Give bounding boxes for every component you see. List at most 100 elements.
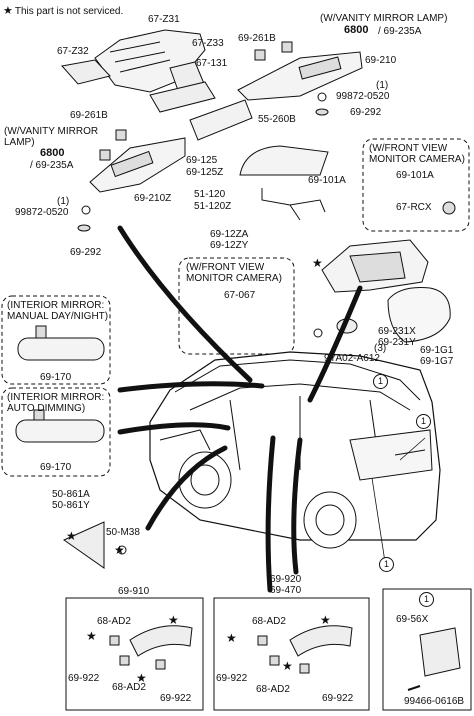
panel-67-131	[149, 81, 216, 113]
part-6800-right[interactable]: 6800	[344, 24, 369, 36]
callout-box-front-view-top	[362, 138, 470, 232]
part-50-861y[interactable]: 50-861Y	[52, 500, 90, 511]
part-68-ad2-2[interactable]: 68-AD2	[112, 682, 146, 693]
part-99872-0520-right[interactable]: 99872-0520	[336, 91, 390, 102]
part-69-922-3[interactable]: 69-922	[216, 673, 248, 684]
part-55-260b[interactable]: 55-260B	[258, 114, 296, 125]
callout-vanity-right: (W/VANITY MIRROR LAMP)	[320, 13, 448, 24]
part-69-470[interactable]: 69-470	[270, 585, 302, 596]
part-69-235a-left[interactable]: / 69-235A	[30, 160, 74, 171]
part-50-m38[interactable]: 50-M38	[106, 527, 140, 538]
ref-circle-box: 1	[419, 592, 434, 607]
not-serviced-note: ★This part is not serviced.	[3, 4, 123, 17]
callout-vanity-left-1: (W/VANITY MIRROR	[4, 126, 99, 137]
panel-55-260b	[189, 99, 253, 141]
part-69-1g7[interactable]: 69-1G7	[420, 356, 454, 367]
star-marker-handle-5: ★	[320, 613, 331, 627]
callout-vanity-left-2: LAMP)	[4, 137, 35, 148]
part-9ya02-a612[interactable]: 9YA02-A612	[324, 353, 380, 364]
callout-box-mirror-auto	[1, 387, 111, 477]
callout-mirror-manual-2: MANUAL DAY/NIGHT)	[7, 311, 109, 322]
part-51-120[interactable]: 51-120	[194, 189, 226, 200]
harness-51-120	[261, 188, 326, 221]
part-99466-0616b[interactable]: 99466-0616B	[404, 696, 465, 707]
grab-handle-1	[129, 625, 193, 657]
part-69-12za[interactable]: 69-12ZA	[210, 229, 249, 240]
part-68-ad2-4[interactable]: 68-AD2	[256, 684, 290, 695]
part-9ya02-qty: (3)	[374, 343, 387, 354]
callout-mirror-auto-1: (INTERIOR MIRROR:	[7, 392, 105, 403]
part-69-235a-right[interactable]: / 69-235A	[378, 26, 422, 37]
ref-circle-upper[interactable]: 1	[373, 374, 388, 389]
callout-box-mirror-manual	[1, 295, 111, 385]
ref-circle-2[interactable]: 1	[379, 557, 394, 572]
callout-front-view-mid-1: (W/FRONT VIEW	[186, 262, 265, 273]
part-69-920[interactable]: 69-920	[270, 574, 302, 585]
part-69-231y[interactable]: 69-231Y	[378, 337, 416, 348]
part-99872-qty-left: (1)	[57, 196, 70, 207]
star-marker-mirror: ★	[312, 256, 323, 270]
grab-handle-2	[289, 625, 353, 657]
mirror-cover-69-125	[239, 145, 329, 176]
triangle-garnish	[62, 521, 105, 569]
part-99872-qty-right: (1)	[376, 80, 389, 91]
part-6800-left[interactable]: 6800	[40, 147, 65, 159]
star-marker-handle-3: ★	[136, 671, 147, 685]
part-69-56x[interactable]: 69-56X	[396, 614, 429, 625]
part-69-1g1[interactable]: 69-1G1	[420, 345, 454, 356]
part-67-z33[interactable]: 67-Z33	[192, 38, 224, 49]
star-marker-handle-2: ★	[168, 613, 179, 627]
part-67-067[interactable]: 67-067	[224, 290, 256, 301]
part-69-922-1[interactable]: 69-922	[68, 673, 100, 684]
note-text: This part is not serviced.	[14, 6, 124, 17]
star-marker-handle-4: ★	[226, 631, 237, 645]
mirror-glass-69-1g1	[387, 287, 451, 343]
callout-front-view-mid-2: MONITOR CAMERA)	[186, 273, 282, 284]
callout-front-view-top-2: MONITOR CAMERA)	[369, 154, 465, 165]
part-69-210z[interactable]: 69-210Z	[134, 193, 172, 204]
star-marker-handle-6: ★	[282, 659, 293, 673]
part-68-ad2-3[interactable]: 68-AD2	[252, 616, 286, 627]
part-69-231x[interactable]: 69-231X	[378, 326, 416, 337]
part-50-861a[interactable]: 50-861A	[52, 489, 90, 500]
callout-mirror-manual-1: (INTERIOR MIRROR:	[7, 300, 105, 311]
star-icon: ★	[3, 5, 13, 17]
part-67-rcx[interactable]: 67-RCX	[396, 202, 432, 213]
box-69-910	[65, 597, 204, 711]
part-99872-0520-left[interactable]: 99872-0520	[15, 207, 69, 218]
part-69-910[interactable]: 69-910	[118, 586, 150, 597]
part-69-261b-left[interactable]: 69-261B	[70, 110, 108, 121]
part-69-170-auto[interactable]: 69-170	[40, 462, 72, 473]
part-68-ad2-1[interactable]: 68-AD2	[97, 616, 131, 627]
part-67-131[interactable]: 67-131	[196, 58, 228, 69]
part-69-125[interactable]: 69-125	[186, 155, 218, 166]
star-marker-handle-1: ★	[86, 629, 97, 643]
callout-mirror-auto-2: AUTO DIMMING)	[7, 403, 86, 414]
ref-circle-1[interactable]: 1	[416, 414, 431, 429]
star-marker-garnish-2: ★	[114, 543, 125, 557]
part-69-292-left[interactable]: 69-292	[70, 247, 102, 258]
interior-mirror-auto	[15, 419, 105, 443]
callout-front-view-top-1: (W/FRONT VIEW	[369, 143, 448, 154]
part-69-922-2[interactable]: 69-922	[160, 693, 192, 704]
part-69-170-manual[interactable]: 69-170	[40, 372, 72, 383]
part-67-z32[interactable]: 67-Z32	[57, 46, 89, 57]
vehicle-outline	[149, 351, 441, 549]
box-69-920	[213, 597, 370, 711]
part-69-12zy[interactable]: 69-12ZY	[210, 240, 249, 251]
bracket-shape	[61, 59, 111, 85]
box-ref-1	[382, 588, 472, 711]
part-51-120z[interactable]: 51-120Z	[194, 201, 232, 212]
part-67-z31[interactable]: 67-Z31	[148, 14, 180, 25]
pad-69-56x	[419, 627, 461, 677]
part-69-292-right[interactable]: 69-292	[350, 107, 382, 118]
part-69-922-4[interactable]: 69-922	[322, 693, 354, 704]
part-69-101a-main[interactable]: 69-101A	[308, 175, 346, 186]
part-69-261b-right[interactable]: 69-261B	[238, 33, 276, 44]
part-69-125z[interactable]: 69-125Z	[186, 167, 224, 178]
part-69-101a-box[interactable]: 69-101A	[396, 170, 434, 181]
star-marker-garnish-1: ★	[66, 529, 77, 543]
part-69-210[interactable]: 69-210	[365, 55, 397, 66]
